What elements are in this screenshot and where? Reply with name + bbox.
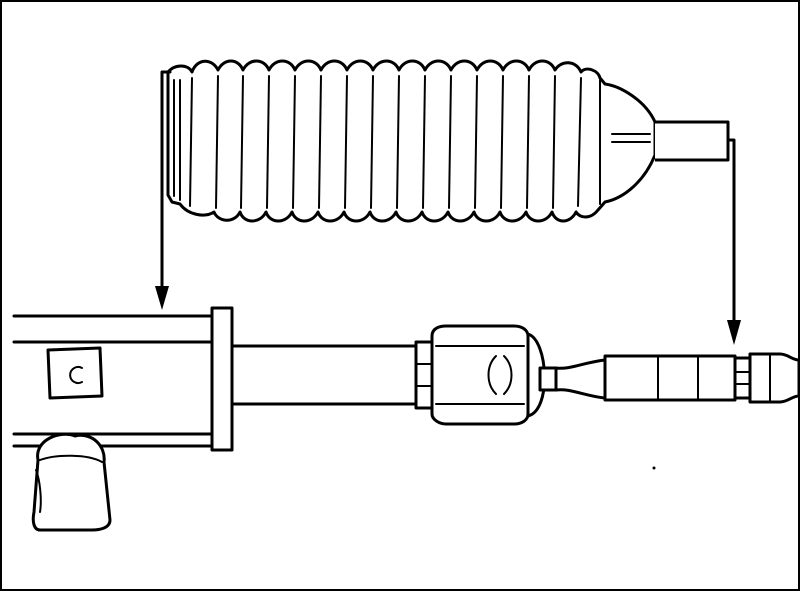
boot-to-tie-rod-arrow [726,138,741,345]
tie-rod-socket [538,366,558,392]
ball-joint-housing [430,324,530,426]
bellows-end-ribs [173,79,181,201]
tie-rod-groove [733,356,752,400]
tie-rod-end [748,352,800,404]
tie-rod-body [603,354,737,402]
bellows-folds [189,75,601,209]
rack-shaft [230,340,434,410]
tie-rod-taper [554,358,607,400]
steering-rack-housing [12,306,234,452]
housing-flange [210,306,234,452]
housing-bracket [46,346,104,400]
bellows-cone-slot [611,133,651,143]
rubber-bellows-boot [166,59,730,223]
boot-to-housing-arrow [155,70,172,310]
mounting-clamp [31,432,112,532]
scan-speck [652,466,656,470]
tie-rod [538,352,800,404]
bracket-hole-icon [69,366,83,384]
bellows-body [166,59,657,223]
inner-ball-joint [430,324,546,426]
shaft-collar [414,340,434,410]
bellows-neck [655,120,730,162]
